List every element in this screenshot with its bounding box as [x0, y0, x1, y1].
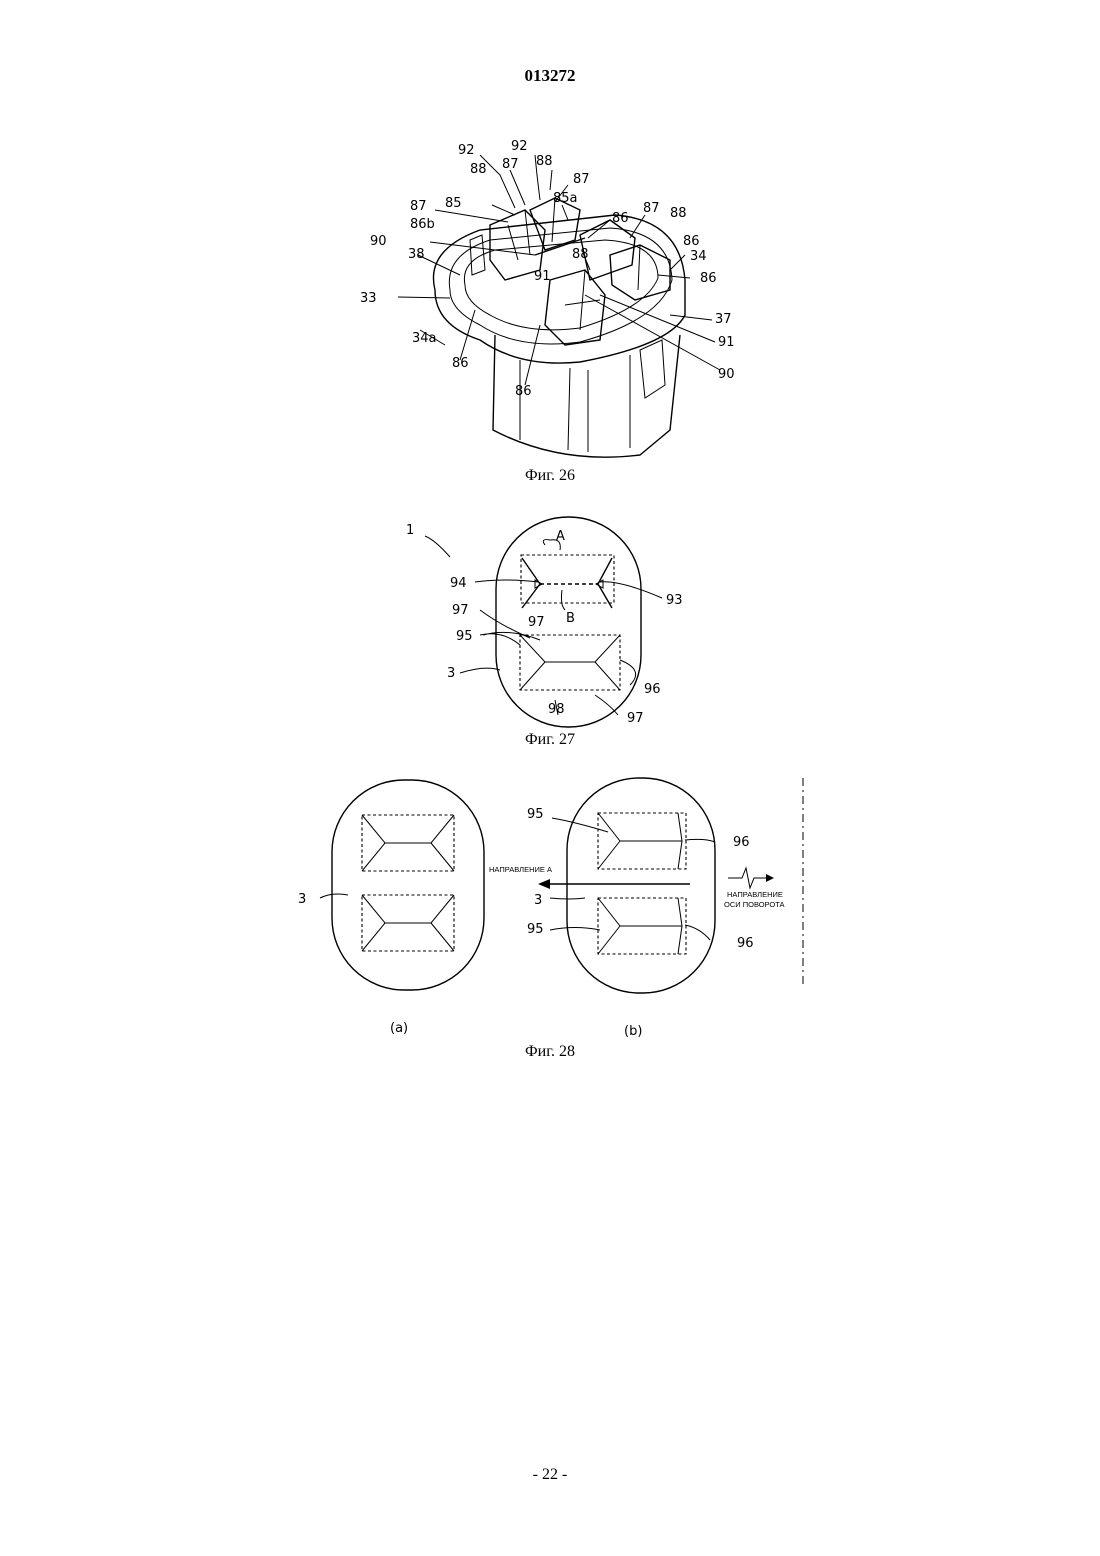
figure-27-caption: Фиг. 27 — [450, 731, 650, 749]
figure-28-drawing: 3 95 96 3 95 96 НАПРАВЛЕНИЕ А НАПРАВЛЕНИ… — [290, 770, 820, 1045]
label-3: 3 — [447, 666, 455, 681]
flange-inner-rim-2 — [464, 240, 658, 330]
label-38: 38 — [408, 247, 425, 262]
label-3-b: 3 — [534, 893, 542, 908]
patent-number: 013272 — [0, 66, 1100, 86]
label-87-b: 87 — [573, 172, 590, 187]
label-92-b: 92 — [511, 139, 528, 154]
label-92-a: 92 — [458, 143, 475, 158]
body-ribs — [520, 355, 630, 452]
page-number: - 22 - — [0, 1466, 1100, 1484]
label-86-d: 86 — [700, 271, 717, 286]
sub-label-b: (b) — [624, 1024, 642, 1039]
label-86-a: 86 — [612, 211, 629, 226]
label-98: 98 — [548, 702, 565, 717]
label-85a: 85a — [553, 191, 578, 206]
label-91-b: 91 — [718, 335, 735, 350]
label-96-b: 96 — [737, 936, 754, 951]
label-87-c: 87 — [410, 199, 427, 214]
label-95-b: 95 — [527, 922, 544, 937]
label-34: 34 — [690, 249, 707, 264]
label-3-a: 3 — [298, 892, 306, 907]
label-86-e: 86 — [452, 356, 469, 371]
label-a: A — [556, 529, 565, 544]
label-86-f: 86 — [515, 384, 532, 399]
label-88-b: 88 — [536, 154, 553, 169]
label-86-c: 86 — [683, 234, 700, 249]
trapezoid-lines — [520, 635, 620, 690]
lamp-a-outline — [332, 780, 484, 990]
direction-a-label: НАПРАВЛЕНИЕ А — [489, 865, 552, 874]
label-86b: 86b — [410, 217, 435, 232]
figure-27-drawing: 1 A 94 93 B 97 97 95 3 96 98 97 — [390, 510, 710, 732]
label-96: 96 — [644, 682, 661, 697]
label-88-c: 88 — [670, 206, 687, 221]
label-95: 95 — [456, 629, 473, 644]
label-88-a: 88 — [470, 162, 487, 177]
label-97-b: 97 — [528, 615, 545, 630]
lamp-b-outline — [567, 778, 715, 993]
label-94: 94 — [450, 576, 467, 591]
figure-26-caption: Фиг. 26 — [450, 467, 650, 485]
sub-label-a: (a) — [390, 1021, 408, 1036]
label-95-a: 95 — [527, 807, 544, 822]
label-90-a: 90 — [370, 234, 387, 249]
direction-a-arrowhead — [538, 879, 550, 889]
rotation-axis-label-1: НАПРАВЛЕНИЕ — [727, 890, 783, 899]
label-88-d: 88 — [572, 247, 589, 262]
figure-28-caption: Фиг. 28 — [450, 1043, 650, 1061]
label-91-a: 91 — [534, 269, 551, 284]
label-93: 93 — [666, 593, 683, 608]
contact-block-front — [545, 270, 605, 345]
label-b: B — [566, 611, 575, 626]
rotation-axis-symbol — [728, 868, 770, 888]
label-97-c: 97 — [627, 711, 644, 726]
label-1: 1 — [406, 523, 414, 538]
label-37: 37 — [715, 312, 732, 327]
label-90-b: 90 — [718, 367, 735, 382]
rotation-axis-label-2: ОСИ ПОВОРОТА — [724, 900, 785, 909]
label-87-d: 87 — [643, 201, 660, 216]
body-side-tab — [640, 340, 665, 398]
label-33: 33 — [360, 291, 377, 306]
label-96-a: 96 — [733, 835, 750, 850]
label-85: 85 — [445, 196, 462, 211]
label-34a: 34a — [412, 331, 437, 346]
figure-26-drawing: 92 92 88 87 88 87 87 85 85a 86b 86 87 88… — [340, 130, 760, 475]
label-97-a: 97 — [452, 603, 469, 618]
label-87-a: 87 — [502, 157, 519, 172]
